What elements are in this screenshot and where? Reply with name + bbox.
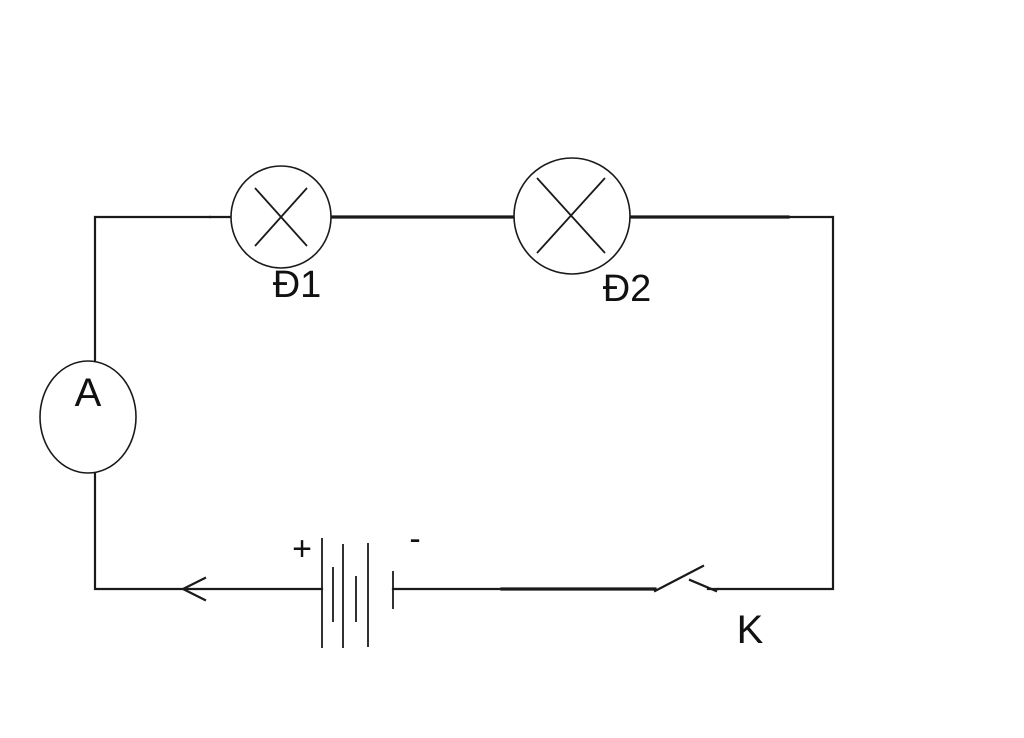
wire-top-left (93, 215, 212, 362)
wire-bottom-left (93, 472, 324, 591)
switch-label: K (737, 608, 764, 652)
lamp-2-label: Đ2 (603, 268, 652, 310)
ammeter (39, 360, 137, 474)
lamp-1-label: Đ1 (273, 264, 322, 306)
minus-terminal-label: - (409, 520, 420, 558)
wire-right-side (716, 215, 835, 591)
battery (321, 538, 394, 648)
switch-k (653, 564, 720, 593)
ammeter-label: A (75, 371, 102, 415)
plus-terminal-label: + (292, 530, 312, 568)
lamp-2 (513, 157, 631, 275)
lamp-1 (230, 165, 332, 269)
current-arrow-icon (180, 576, 207, 602)
